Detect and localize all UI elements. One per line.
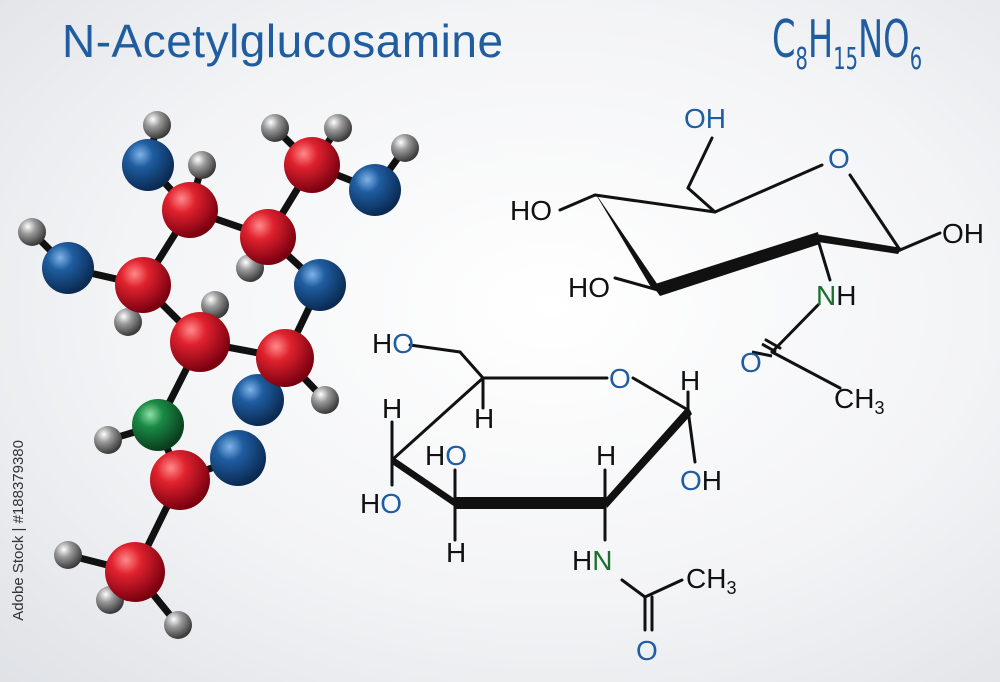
atom-carbon <box>256 329 314 387</box>
atom-hydrogen <box>18 218 46 246</box>
haworth-carbonyl-oxygen: O <box>636 635 658 666</box>
skeletal-formula-chair: OH HO O OH HO NH O CH3 <box>510 103 984 418</box>
formula-carbon: C <box>772 10 796 70</box>
haworth-wedge-bottom <box>455 497 605 509</box>
atom-hydrogen <box>143 111 171 139</box>
chair-oh-top: OH <box>684 103 726 134</box>
atom-carbon <box>150 450 210 510</box>
chair-ho-bottom: HO <box>568 272 610 303</box>
atom-hydrogen <box>54 541 82 569</box>
chair-carbonyl-bond <box>751 350 773 358</box>
atom-hydrogen <box>311 386 339 414</box>
haworth-ring-oxygen: O <box>609 363 631 394</box>
atom-hydrogen <box>164 611 192 639</box>
page-title: N-Acetylglucosamine <box>62 15 504 67</box>
chair-oh-right: OH <box>942 218 984 249</box>
atom-oxygen <box>210 430 266 486</box>
atom-oxygen <box>232 374 284 426</box>
atom-carbon <box>115 257 171 313</box>
atom-hydrogen <box>201 291 229 319</box>
chair-wedge-left <box>595 193 662 291</box>
formula-nitrogen: N <box>857 10 884 70</box>
chair-ring-oxygen: O <box>828 143 850 174</box>
atom-hydrogen <box>391 134 419 162</box>
atom-oxygen <box>294 259 346 311</box>
model-bonds <box>28 121 409 629</box>
atom-hydrogen <box>261 114 289 142</box>
formula-oxygen-count: 6 <box>909 42 923 77</box>
molecular-formula: C8H15NO6 <box>772 10 930 80</box>
atom-hydrogen <box>94 426 122 454</box>
atom-oxygen <box>349 164 401 216</box>
atom-carbon <box>284 137 340 193</box>
haworth-ho-c4: HO <box>360 488 402 519</box>
haworth-projection: HO O H H H HO HO H OH H HN CH3 O <box>360 328 736 666</box>
haworth-h-c2: H <box>596 440 616 471</box>
atom-carbon <box>240 209 296 265</box>
atom-hydrogen <box>114 308 142 336</box>
chair-wedge-bottom <box>652 232 820 296</box>
model-atoms <box>18 111 419 639</box>
chair-nh: NH <box>816 280 856 311</box>
atom-nitrogen <box>132 399 184 451</box>
haworth-methyl: CH3 <box>686 563 736 598</box>
formula-oxygen: O <box>883 10 910 70</box>
atom-carbon <box>162 182 218 238</box>
atom-hydrogen <box>324 114 352 142</box>
atom-hydrogen <box>188 151 216 179</box>
haworth-h-c5: H <box>474 403 494 434</box>
chair-methyl: CH3 <box>834 383 884 418</box>
chair-ho-left: HO <box>510 195 552 226</box>
formula-hydrogen-count: 15 <box>833 42 858 77</box>
ball-and-stick-model <box>18 111 419 639</box>
chair-wedge-right <box>816 234 902 254</box>
haworth-oh-c1: OH <box>680 465 722 496</box>
chair-bonds <box>558 136 942 390</box>
haworth-h-c1: H <box>680 365 700 396</box>
haworth-ho-c3-up: HO <box>425 440 467 471</box>
haworth-wedge-right <box>605 406 692 508</box>
chair-carbonyl-double <box>761 342 777 354</box>
formula-hydrogen: H <box>807 10 834 70</box>
haworth-hn: HN <box>572 545 612 576</box>
haworth-h-c4: H <box>382 393 402 424</box>
haworth-h-c3: H <box>446 537 466 568</box>
atom-carbon <box>105 542 165 602</box>
formula-carbon-count: 8 <box>795 42 808 77</box>
chair-carbonyl-oxygen: O <box>740 347 762 378</box>
haworth-wedge-left <box>392 456 455 507</box>
atom-oxygen <box>42 242 94 294</box>
atom-carbon <box>170 312 230 372</box>
atom-oxygen <box>122 139 174 191</box>
haworth-ho-top: HO <box>372 328 414 359</box>
